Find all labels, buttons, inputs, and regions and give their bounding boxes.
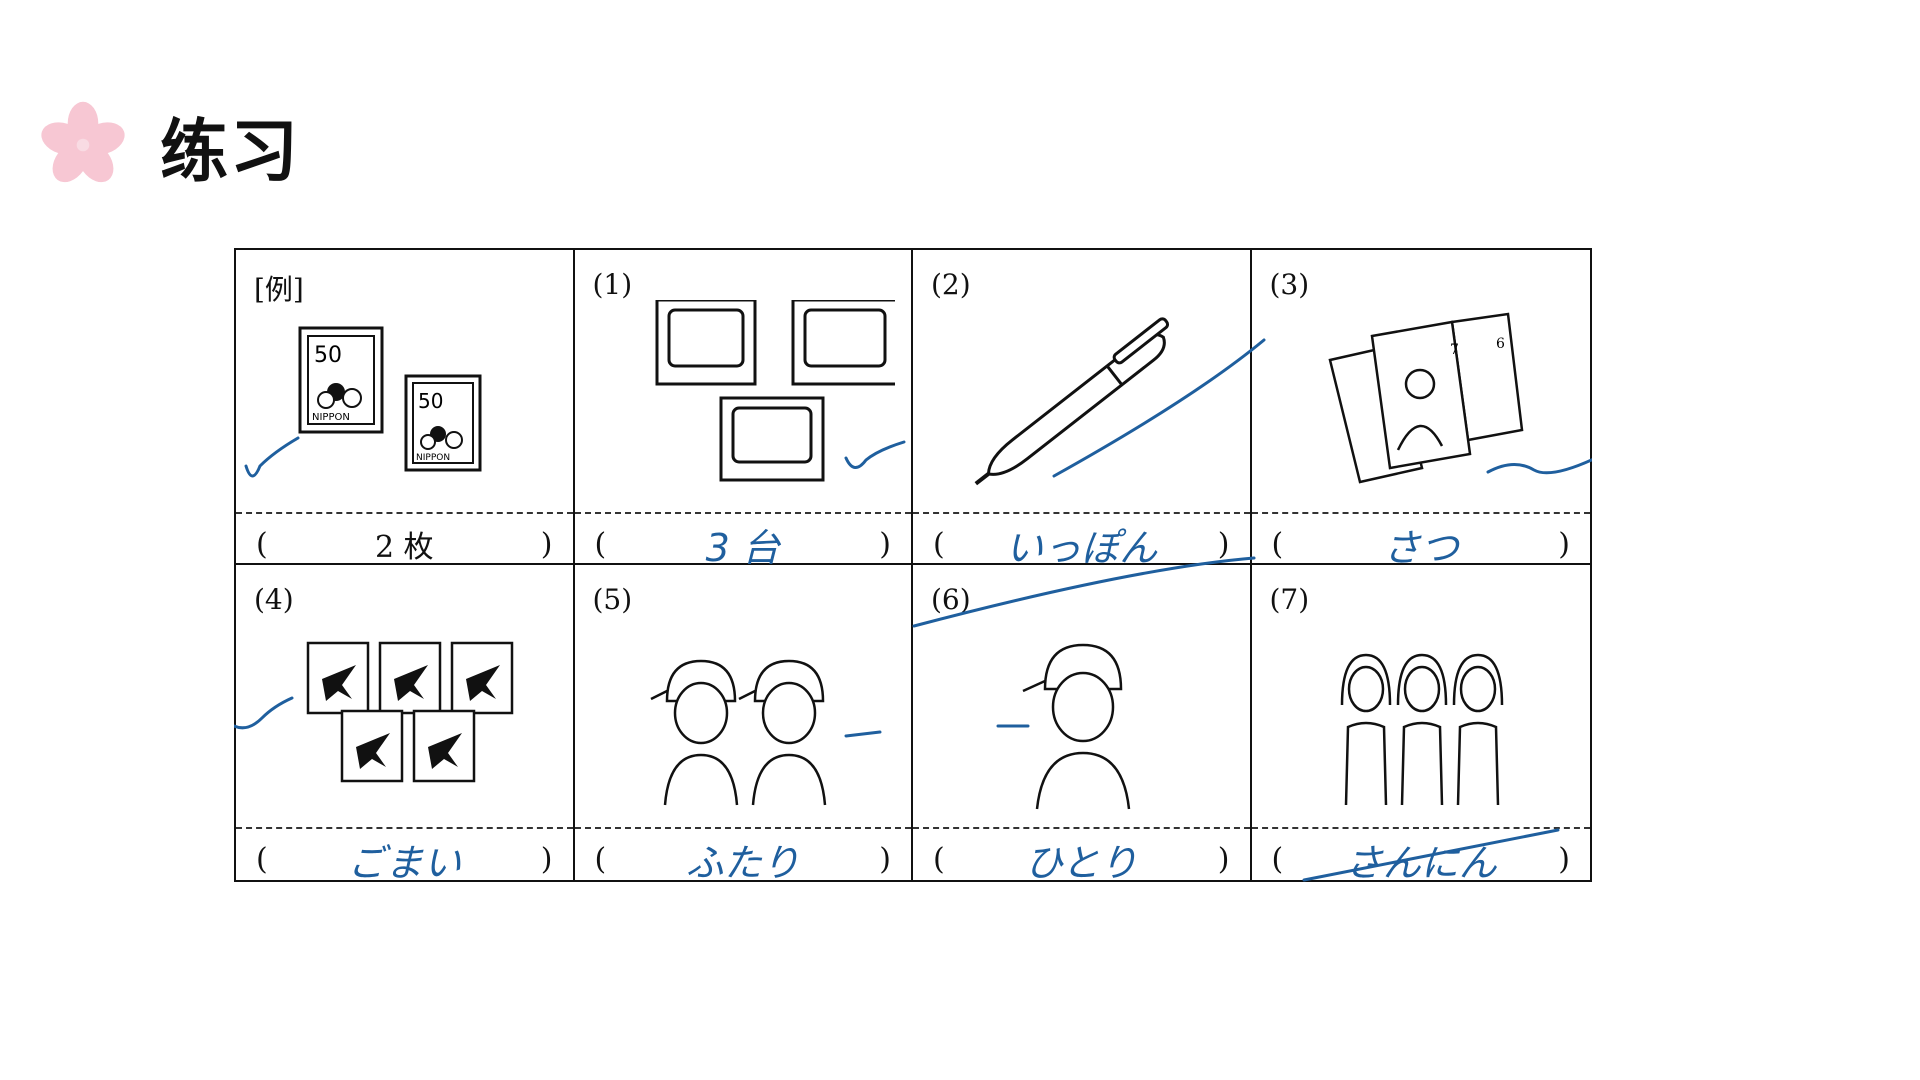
- handwritten-answer: ごまい: [347, 840, 462, 885]
- cell-label: (4): [254, 583, 294, 616]
- answer-row: ( さんにん ): [1271, 837, 1571, 885]
- exercise-cell-5: (5): [574, 565, 913, 885]
- dashed-divider: [236, 512, 573, 514]
- three-tvs-illustration: [655, 300, 895, 482]
- cell-label: (5): [592, 583, 633, 616]
- stamp-value-text: 50: [418, 389, 443, 413]
- magazine-number-text: 7: [1450, 342, 1459, 358]
- answer-text: 2 枚: [374, 530, 434, 565]
- girl-icon: [1340, 653, 1391, 806]
- open-paren: (: [1271, 526, 1284, 562]
- close-paren: ): [1558, 841, 1570, 877]
- cell-label: (3): [1269, 268, 1310, 301]
- dashed-divider: [574, 512, 911, 514]
- boy-icon: [649, 659, 738, 806]
- stamp-country-text: NIPPON: [416, 453, 450, 463]
- two-stamps-illustration: 50 NIPPON 50 NIPPON: [298, 326, 482, 472]
- sakura-icon: [41, 101, 125, 183]
- cell-label: (6): [931, 583, 971, 616]
- open-paren: (: [594, 841, 607, 877]
- close-paren: ): [1558, 526, 1570, 562]
- girl-icon: [1452, 653, 1503, 806]
- dashed-divider: [1251, 827, 1590, 829]
- answer-row: ( ひとり ): [933, 837, 1230, 885]
- answer-row: ( いっぽん ): [933, 522, 1230, 570]
- handwritten-answer: 3 台: [705, 525, 780, 570]
- five-stamps-illustration: [306, 641, 514, 783]
- handwritten-answer: ひとり: [1024, 840, 1138, 885]
- close-paren: ): [879, 526, 891, 562]
- answer-row: ( ごまい ): [256, 837, 553, 885]
- close-paren: ): [1217, 526, 1230, 562]
- handwritten-answer: さんにん: [1344, 840, 1497, 885]
- close-paren: ): [540, 526, 553, 562]
- answer-row: ( 2 枚 ): [256, 522, 553, 566]
- close-paren: ): [1217, 841, 1230, 877]
- dashed-divider: [1251, 512, 1590, 514]
- dashed-divider: [913, 512, 1250, 514]
- page-header: 练习: [38, 100, 300, 192]
- cell-label: (1): [592, 268, 633, 301]
- page-title: 练习: [160, 112, 301, 192]
- boy-icon: [737, 659, 826, 806]
- handwritten-answer: さつ: [1382, 525, 1459, 570]
- two-boys-illustration: [649, 659, 826, 806]
- one-boy-illustration: [1022, 643, 1131, 810]
- close-paren: ): [540, 841, 553, 877]
- cell-label: (2): [931, 268, 971, 301]
- stamp-icon: 50 NIPPON: [298, 326, 384, 434]
- open-paren: (: [933, 526, 945, 562]
- exercise-cell-7: (7): [1251, 565, 1590, 885]
- answer-row: ( さつ ): [1271, 522, 1571, 570]
- magazines-illustration: 7 6: [1327, 312, 1523, 484]
- exercise-cell-1: (1) ( 3 台 ): [574, 250, 913, 570]
- girl-icon: [1396, 653, 1447, 806]
- open-paren: (: [933, 841, 945, 877]
- handwritten-answer: ふたり: [685, 840, 800, 885]
- exercise-cell-example: [例] 50 NIPPON 50 NIPPON: [236, 250, 575, 565]
- exercise-cell-6: (6) ( ひとり ): [913, 565, 1252, 885]
- handwritten-answer: いっぽん: [1005, 525, 1158, 570]
- open-paren: (: [594, 526, 607, 562]
- answer-row: ( 3 台 ): [594, 522, 892, 570]
- counter-worksheet: [例] 50 NIPPON 50 NIPPON: [234, 248, 1592, 885]
- pen-illustration: [974, 317, 1170, 486]
- open-paren: (: [256, 841, 268, 877]
- open-paren: (: [1271, 841, 1284, 877]
- answer-row: ( ふたり ): [594, 837, 892, 885]
- cell-label: (7): [1269, 583, 1310, 616]
- stamp-country-text: NIPPON: [312, 412, 350, 423]
- stamp-icon: 50 NIPPON: [404, 374, 482, 472]
- dashed-divider: [574, 827, 911, 829]
- close-paren: ): [879, 841, 891, 877]
- stamp-icon: [378, 641, 442, 715]
- pen-icon: [974, 317, 1170, 486]
- dashed-divider: [913, 827, 1250, 829]
- exercise-cell-4: (4) ( ごまい: [236, 565, 575, 885]
- exercise-cell-2: (2) ( いっぽん ): [913, 250, 1252, 570]
- stamp-value-text: 50: [314, 343, 342, 368]
- magazine-number-text: 6: [1496, 336, 1505, 352]
- cell-label: [例]: [254, 273, 304, 306]
- exercise-cell-3: (3) 7 6 ( さつ ): [1251, 250, 1590, 570]
- three-girls-illustration: [1340, 653, 1503, 806]
- open-paren: (: [256, 526, 268, 562]
- dashed-divider: [236, 827, 573, 829]
- boy-icon: [1022, 643, 1131, 810]
